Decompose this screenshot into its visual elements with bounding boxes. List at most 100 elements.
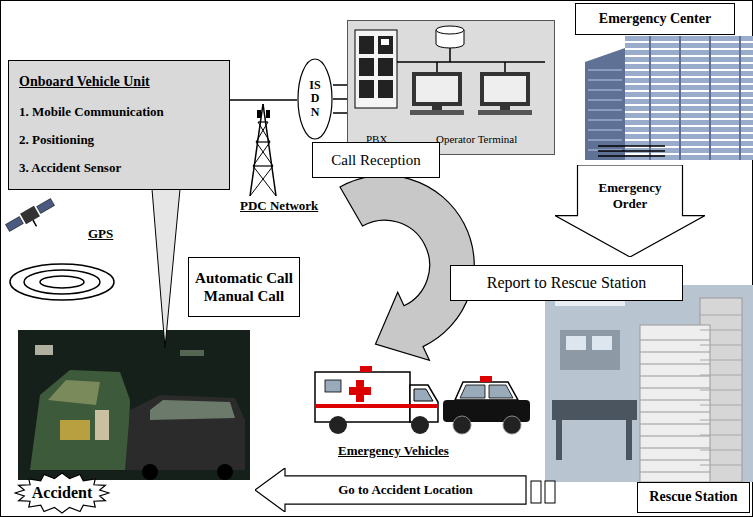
- text-area: Accident: [14, 472, 110, 514]
- center-equipment: [381, 39, 389, 45]
- radio-tower: [253, 142, 270, 166]
- order-arrow-shape: [555, 165, 705, 257]
- emergency-vehicles: [325, 380, 341, 392]
- order-arrow: Emergency Order: [555, 165, 705, 257]
- connector-line: [333, 84, 347, 86]
- radio-tower: [253, 166, 276, 196]
- center-equipment: [397, 61, 545, 63]
- figure-label: PDC Network: [240, 198, 318, 214]
- accident-starburst-shape: [15, 473, 109, 513]
- isdn-oval: ISDN: [297, 58, 333, 140]
- rescue-station-photo: [556, 420, 562, 460]
- trail-block: [531, 481, 541, 503]
- rescue-station-photo: [640, 325, 710, 482]
- oval-outline: [298, 59, 332, 139]
- accident-photo: [180, 350, 204, 356]
- emergency-vehicles: [410, 385, 438, 422]
- text-area: Emergency Order: [581, 167, 680, 224]
- rescue-station-photo: [560, 330, 620, 370]
- connector-line: [333, 112, 347, 114]
- node-text: Automatic Call: [195, 269, 293, 287]
- center-equipment: [416, 76, 458, 102]
- gps-satellite: [4, 197, 114, 300]
- accident-photo: [18, 330, 250, 480]
- panel-text: Operator Terminal: [436, 133, 517, 146]
- accident-photo: [30, 370, 130, 470]
- radio-tower: [266, 110, 270, 118]
- node-text: 3. Accident Sensor: [19, 160, 121, 176]
- figure-label: GPS: [88, 226, 113, 242]
- node-text: Emergency Center: [599, 11, 711, 28]
- center-name-box: Emergency Center: [575, 3, 735, 35]
- trail-block: [545, 481, 555, 503]
- center-equipment: [480, 72, 530, 106]
- gps-satellite: [33, 220, 37, 226]
- text-area: Go to Accident Location: [285, 476, 526, 504]
- connector-line: [333, 98, 347, 100]
- center-building: [650, 36, 740, 160]
- accident-photo: [125, 395, 245, 470]
- gps-satellite: [5, 217, 23, 232]
- center-equipment: [359, 80, 374, 98]
- center-equipment: [436, 62, 438, 72]
- radio-tower: [258, 121, 268, 122]
- connector-line: [333, 85, 347, 113]
- center-equipment: [432, 106, 442, 110]
- center-equipment-panel: PBXOperator Terminal: [347, 20, 555, 155]
- radio-tower: [256, 141, 270, 142]
- emergency-vehicles: [329, 416, 347, 434]
- center-equipment: [436, 26, 464, 34]
- accident-photo: [35, 345, 53, 355]
- rescue-station-photo: [545, 285, 753, 482]
- vehicle-unit-box: Onboard Vehicle Unit1. Mobile Communicat…: [8, 60, 230, 190]
- center-building: [585, 48, 625, 160]
- figure-label: Emergency Vehicles: [338, 443, 449, 459]
- accident-photo: [142, 464, 158, 480]
- center-equipment: [347, 20, 555, 155]
- accident-photo: [18, 330, 250, 480]
- accident-photo: [217, 464, 233, 480]
- callout-pointer: [152, 189, 180, 348]
- center-building: [598, 146, 665, 156]
- emergency-vehicles: [453, 416, 471, 434]
- node-text: 2. Positioning: [19, 132, 94, 148]
- accident-photo: [95, 410, 109, 440]
- rescue-station-photo: [626, 420, 632, 460]
- vertical-text: ISDN: [309, 79, 321, 119]
- node-text: Rescue Station: [649, 489, 737, 506]
- gps-satellite: [20, 206, 40, 224]
- center-equipment: [412, 72, 462, 106]
- route-arrow-shape: [255, 468, 526, 512]
- radio-tower: [257, 110, 261, 118]
- emergency-vehicles: [411, 416, 429, 434]
- radio-tower: [250, 104, 276, 196]
- center-building: [588, 70, 622, 150]
- center-equipment: [478, 110, 532, 115]
- radio-tower: [256, 122, 268, 142]
- accident-photo: [150, 400, 235, 420]
- center-equipment: [449, 48, 451, 62]
- radio-tower: [253, 165, 273, 166]
- center-equipment: [504, 62, 506, 72]
- center-building: [625, 36, 753, 160]
- node-text: Emergency Order: [581, 180, 680, 211]
- emergency-vehicles: [503, 416, 521, 434]
- accident-starburst: Accident: [14, 472, 110, 514]
- center-building: [585, 36, 753, 160]
- gps-satellite: [40, 276, 84, 288]
- center-equipment: [359, 58, 374, 76]
- rescue-station-photo: [566, 336, 586, 350]
- accident-photo: [48, 380, 100, 405]
- rescue-station-photo: [552, 400, 637, 420]
- center-equipment: [410, 110, 464, 115]
- process-step-box: Call Reception: [312, 142, 440, 178]
- emergency-vehicles: [315, 372, 410, 422]
- radio-tower: [250, 166, 273, 196]
- connector-line: [230, 100, 297, 101]
- station-name-box: Rescue Station: [637, 482, 750, 513]
- gps-satellite: [10, 264, 114, 300]
- node-text: 1. Mobile Communication: [19, 104, 164, 120]
- center-equipment: [355, 30, 397, 108]
- gps-satellite: [4, 197, 59, 239]
